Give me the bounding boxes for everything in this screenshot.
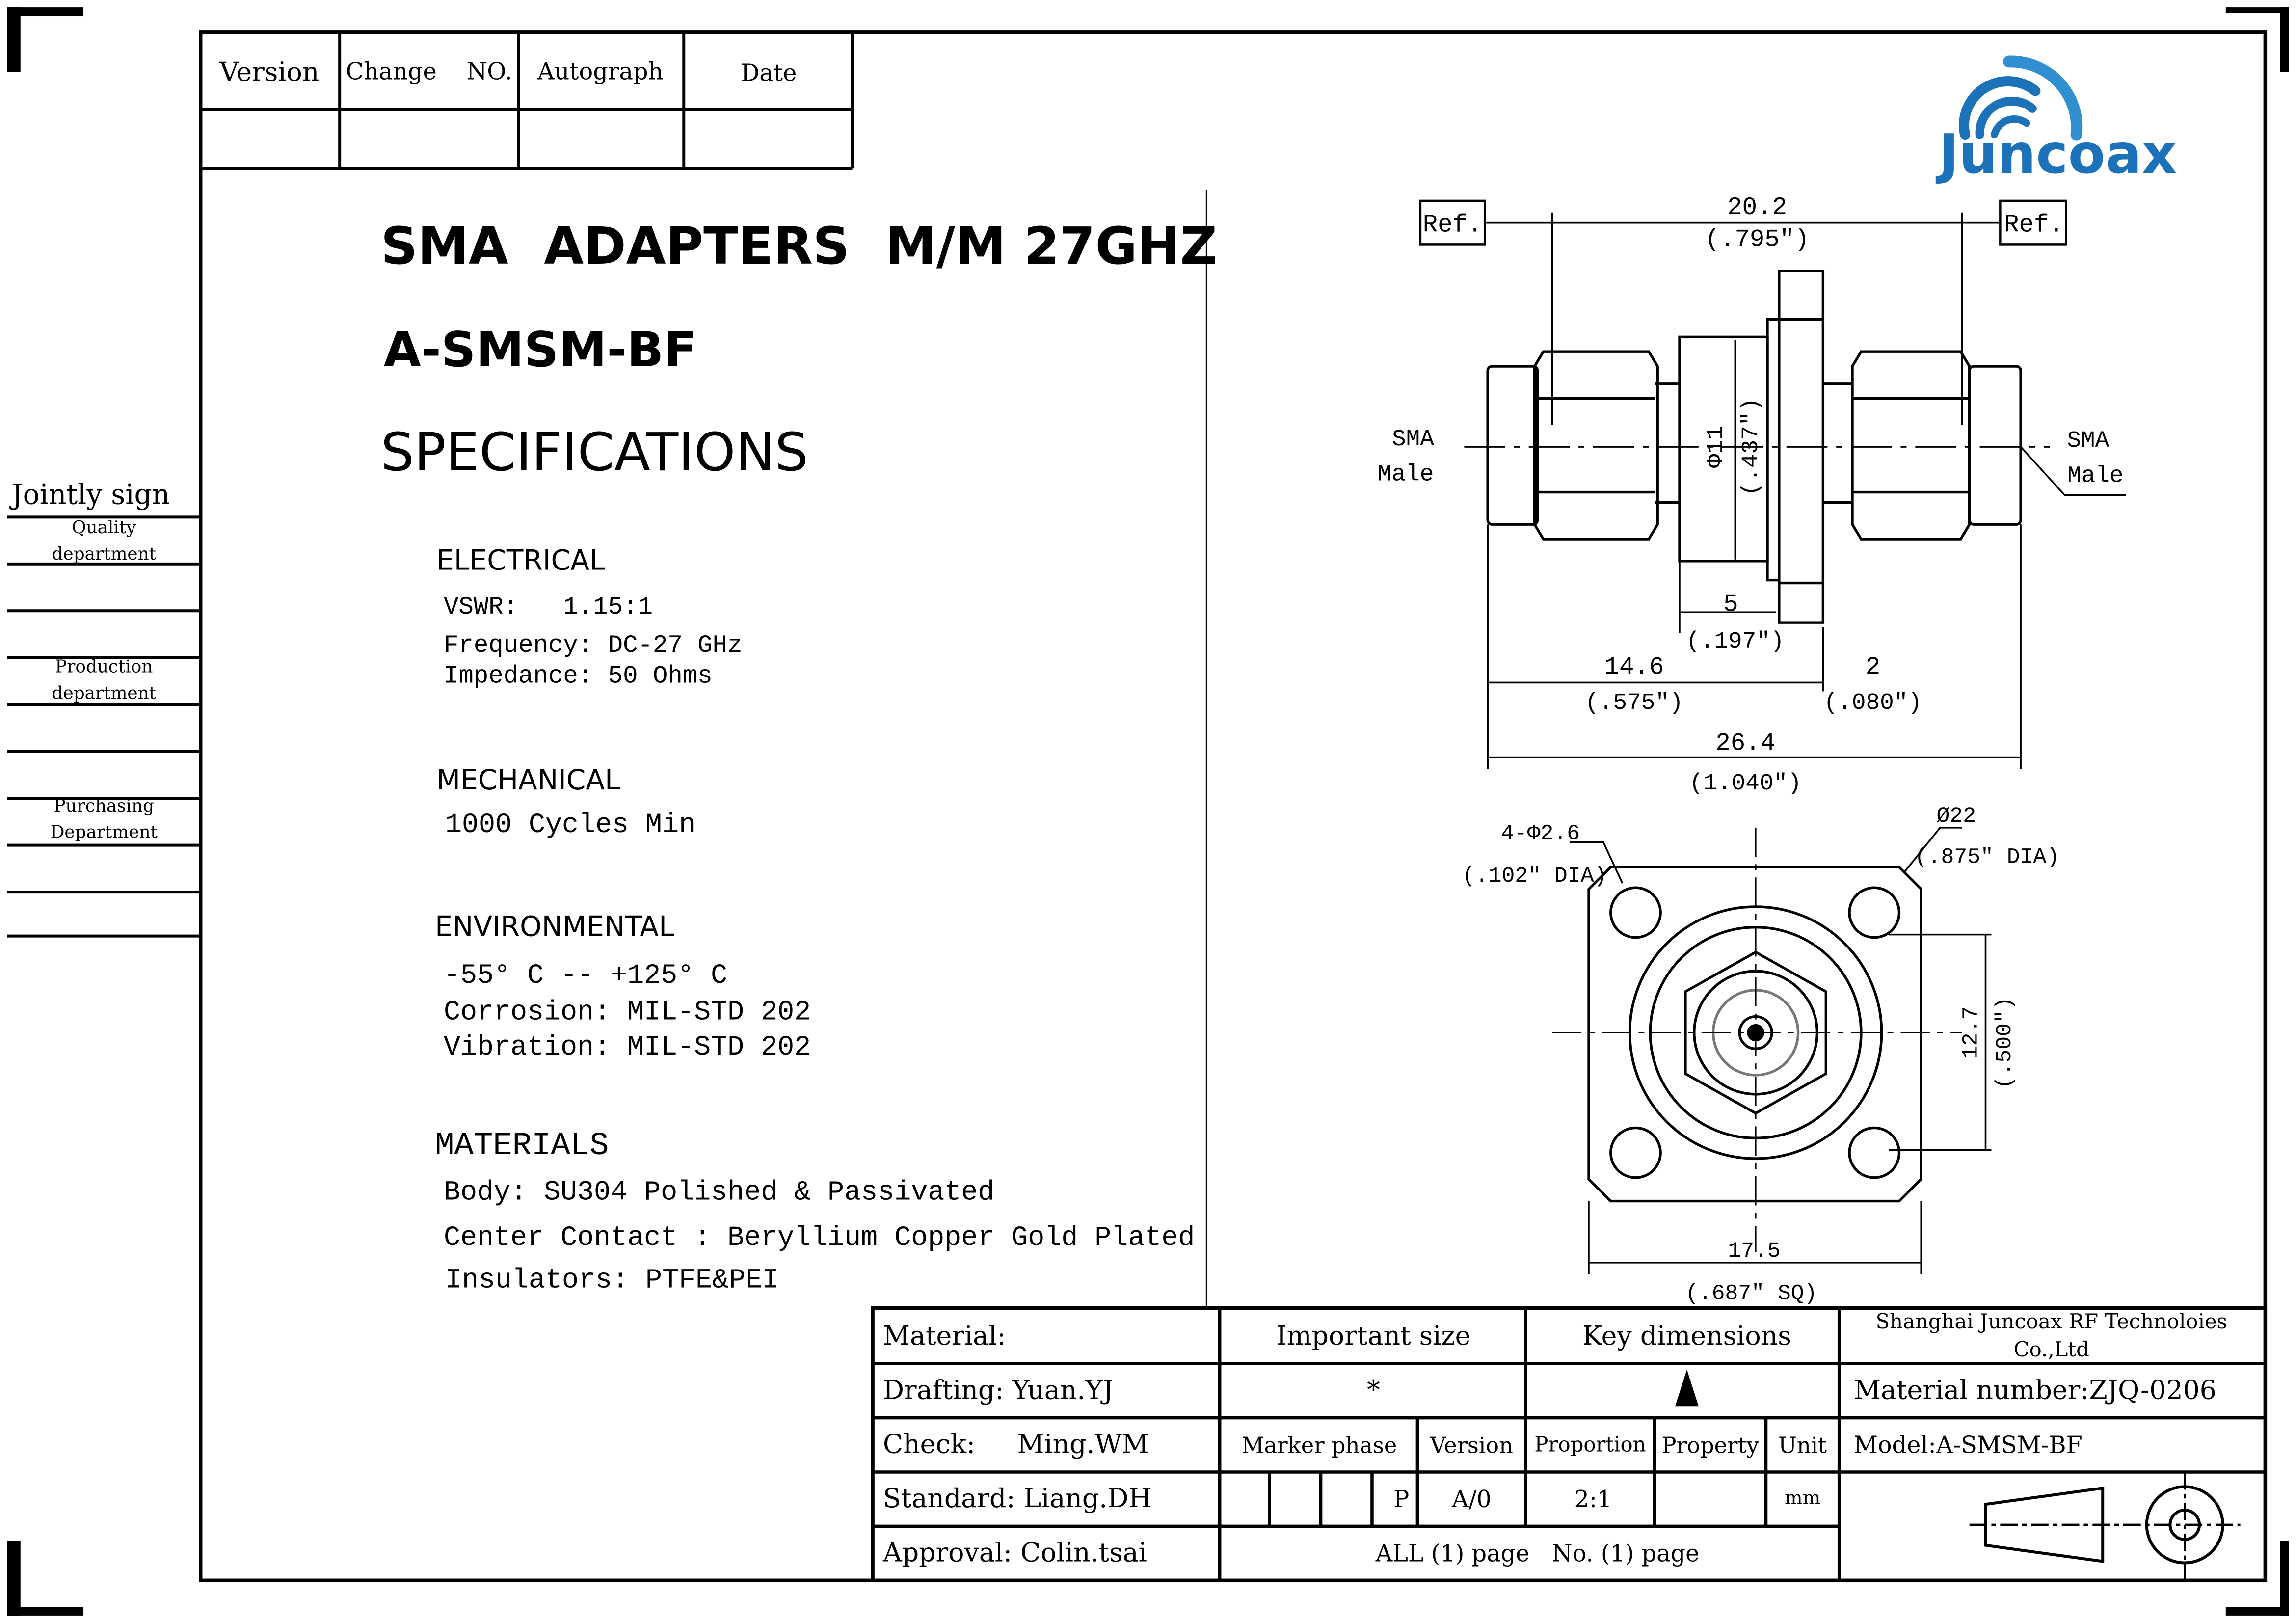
tb-model: Model:A-SMSM-BF [1854,1432,2082,1459]
dept-production-2: department [52,683,157,703]
dim-dia-11: Φ11 [1703,426,1730,468]
tb-version: Version [1430,1433,1513,1459]
tb-version-value: A/0 [1451,1486,1492,1513]
dept-quality-2: department [52,544,157,564]
tb-pages: ALL (1) page No. (1) page [1375,1541,1700,1568]
dim-holes-in: (.102" DIA) [1462,864,1607,889]
rev-header-date: Date [741,59,797,86]
dim-14-6: 14.6 [1604,654,1664,682]
dim-flange-dia-in: (.875" DIA) [1915,845,2059,869]
tb-proportion-value: 2:1 [1575,1486,1612,1513]
dim-20-2-in: (.795") [1705,226,1810,254]
dim-5: 5 [1723,591,1738,619]
tb-material-number: Material number:ZJQ-0206 [1854,1374,2216,1405]
product-title: SMA ADAPTERS M/M 27GHZ A-SMSM-BF SPECIFI… [381,216,1218,483]
spec-body: Body: SU304 Polished & Passivated [444,1177,994,1209]
spec-vswr: VSWR: 1.15:1 [444,594,653,622]
dim-26-4: 26.4 [1715,730,1775,758]
front-view-drawing [1552,827,1992,1274]
materials-heading: MATERIALS [435,1127,609,1164]
specifications: ELECTRICAL VSWR: 1.15:1 Frequency: DC-27… [435,544,1195,1297]
spec-contact: Center Contact : Beryllium Copper Gold P… [444,1222,1195,1254]
tb-standard: Standard: Liang.DH [883,1483,1151,1514]
dim-dia-11-in: (.437") [1738,398,1764,496]
spec-cycles: 1000 Cycles Min [445,810,695,841]
front-view-labels: 4-Φ2.6 (.102" DIA) Ø22 (.875" DIA) 12.7 … [1462,804,2059,1306]
dept-purchasing-1: Purchasing [54,796,155,816]
dept-purchasing-2: Department [51,822,158,842]
title-line1: SMA ADAPTERS M/M 27GHZ [381,216,1218,276]
key-dimension-triangle-icon [1675,1369,1699,1407]
rev-header-change: Change NO. [346,58,512,85]
dim-holes: 4-Φ2.6 [1501,822,1580,846]
tb-important-size: Important size [1276,1320,1470,1351]
tb-phase-value: P [1393,1486,1409,1513]
sma-male-left-2: Male [1378,461,1434,488]
jointly-sign-block: Jointly sign Quality department Producti… [7,478,201,938]
dim-14-6-in: (.575") [1585,690,1683,716]
logo-text: Juncoax [1935,123,2177,186]
tb-check: Check: Ming.WM [883,1429,1149,1460]
spec-corrosion: Corrosion: MIL-STD 202 [444,997,811,1028]
side-view-labels: Ref. Ref. 20.2 (.795") SMA Male SMA Male… [1378,194,2124,797]
spec-insulators: Insulators: PTFE&PEI [445,1265,779,1297]
dim-2-in: (.080") [1824,690,1922,716]
dim-12-7: 12.7 [1959,1006,1984,1059]
ref-label-left: Ref. [1423,212,1483,240]
title-specifications: SPECIFICATIONS [381,422,808,483]
dim-20-2: 20.2 [1727,194,1787,222]
spec-frequency: Frequency: DC-27 GHz [444,632,743,660]
spec-impedance: Impedance: 50 Ohms [444,662,713,690]
title-model: A-SMSM-BF [384,322,697,378]
tb-key-dimensions: Key dimensions [1582,1320,1791,1351]
juncoax-logo: Juncoax [1935,55,2177,186]
dim-26-4-in: (1.040") [1689,770,1802,797]
corner-marks [7,7,2289,1616]
tb-unit: Unit [1778,1433,1827,1459]
sma-male-left-1: SMA [1392,426,1434,453]
spec-vibration: Vibration: MIL-STD 202 [444,1032,811,1063]
mechanical-heading: MECHANICAL [436,764,620,796]
environmental-heading: ENVIRONMENTAL [435,911,674,943]
rev-header-version: Version [219,56,319,87]
tb-approval: Approval: Colin.tsai [882,1537,1147,1568]
tb-property: Property [1662,1433,1760,1459]
dept-production-1: Production [55,657,153,677]
spec-temperature: -55° C -- +125° C [444,960,727,992]
projection-symbol-icon [1969,1472,2241,1581]
tb-drafting: Drafting: Yuan.YJ [883,1374,1113,1405]
revision-table: Version Change NO. Autograph Date [200,32,854,170]
dim-5-in: (.197") [1686,628,1784,655]
tb-marker-phase: Marker phase [1242,1433,1397,1459]
dept-quality-1: Quality [72,517,136,538]
signal-waves-icon [1959,55,2083,141]
tb-material: Material: [883,1320,1006,1351]
title-block: Material: Important size Key dimensions … [871,1306,2268,1583]
dim-17-5: 17.5 [1728,1239,1780,1264]
jointly-sign-title: Jointly sign [9,478,170,511]
dim-flange-dia: Ø22 [1937,804,1976,829]
tb-company-1: Shanghai Juncoax RF Technoloies [1876,1309,2227,1333]
electrical-heading: ELECTRICAL [436,544,605,577]
side-view-drawing [1419,199,2126,769]
tb-proportion: Proportion [1534,1433,1646,1457]
tb-unit-value: mm [1785,1487,1821,1509]
rev-header-autograph: Autograph [537,58,663,85]
ref-label-right: Ref. [2004,212,2064,240]
dim-2: 2 [1866,654,1880,682]
dim-12-7-in: (.500") [1993,997,2017,1089]
dim-17-5-in: (.687" SQ) [1685,1281,1817,1306]
sma-male-right-2: Male [2067,463,2124,489]
tb-important-mark: * [1367,1374,1380,1405]
tb-company-2: Co.,Ltd [2014,1337,2089,1361]
sma-male-right-1: SMA [2067,428,2109,454]
